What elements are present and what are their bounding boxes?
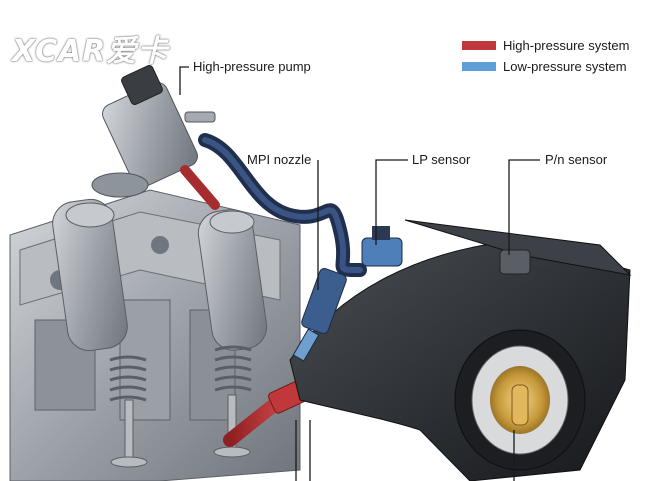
label-lp-sensor: LP sensor <box>412 152 471 167</box>
legend-item-high-pressure: High-pressure system <box>462 37 629 53</box>
valves <box>110 394 251 468</box>
pn-sensor-body <box>499 249 531 275</box>
legend-label-low-pressure: Low-pressure system <box>503 58 627 74</box>
lp-sensor-body <box>361 226 403 267</box>
mpi-nozzle-body <box>292 267 347 362</box>
leader-lines <box>179 66 540 481</box>
xcar-logo: XCAR爱卡 <box>12 34 169 69</box>
legend-swatch-low-pressure <box>462 61 496 71</box>
legend-label-high-pressure: High-pressure system <box>503 37 630 53</box>
label-pn-sensor: P/n sensor <box>545 152 608 167</box>
legend-item-low-pressure: Low-pressure system <box>462 58 627 74</box>
valve-springs <box>109 345 252 402</box>
low-pressure-line <box>198 133 367 277</box>
camshafts <box>52 198 268 352</box>
legend-swatch-high-pressure <box>462 40 496 50</box>
label-mpi-nozzle: MPI nozzle <box>247 152 312 167</box>
high-pressure-pump <box>91 65 216 198</box>
intake-manifold <box>289 219 632 481</box>
label-high-pressure-pump: High-pressure pump <box>193 59 311 74</box>
